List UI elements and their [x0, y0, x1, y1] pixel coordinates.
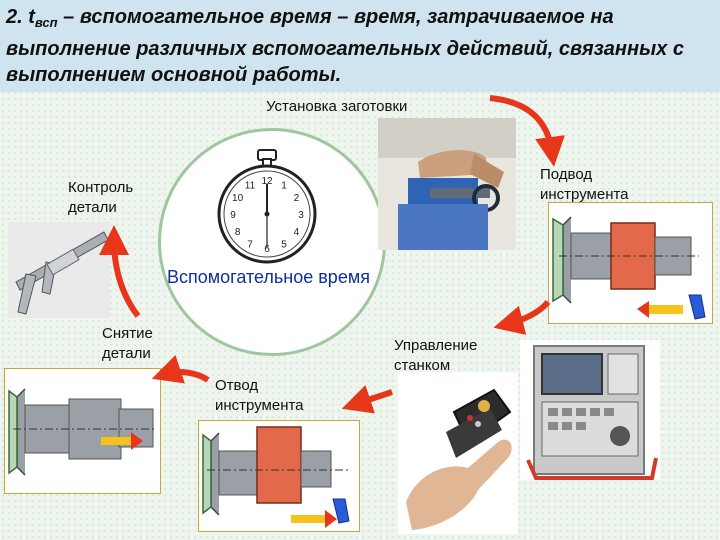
setup-photo [378, 118, 516, 250]
clock-numeral: 7 [247, 239, 253, 250]
title-rest: – вспомогательное время – время, затрачи… [6, 6, 684, 86]
clock-numeral: 1 [281, 181, 287, 192]
label-setup: Установка заготовки [266, 98, 408, 115]
title-prefix: 2. t [6, 6, 35, 28]
clock-numeral: 10 [232, 193, 244, 204]
pendant-photo [398, 372, 518, 534]
label-remove-line1: Снятие [102, 325, 153, 342]
clock-numeral: 12 [261, 176, 273, 187]
clock-numeral: 6 [264, 244, 270, 255]
label-approach-line1: Подвод [540, 166, 593, 183]
title-band [0, 0, 720, 92]
label-control-line2: станком [394, 357, 451, 374]
label-approach-line2: инструмента [540, 186, 629, 203]
label-control-line1: Управление [394, 337, 478, 354]
label-retract-line2: инструмента [215, 397, 304, 414]
title-subscript: всп [34, 15, 58, 30]
clock-numeral: 5 [281, 239, 287, 250]
approach-panel [548, 202, 713, 324]
label-inspect-line2: детали [68, 199, 117, 216]
label-inspect-line1: Контроль [68, 179, 134, 196]
label-retract-line1: Отвод [215, 377, 259, 394]
clock-numeral: 11 [245, 181, 256, 192]
removal-panel [4, 368, 161, 494]
machine-control-photo [520, 340, 660, 480]
center-label: Вспомогательное время [167, 267, 370, 287]
label-remove-line2: детали [102, 345, 151, 362]
retract-panel [198, 420, 360, 532]
caliper-photo [8, 222, 110, 318]
slide-title: 2. tвсп – вспомогательное время – время,… [6, 4, 706, 88]
clock-numeral: 9 [230, 210, 236, 221]
clock-numeral: 3 [298, 210, 304, 221]
clock-numeral: 8 [235, 227, 241, 238]
clock-numeral: 2 [294, 193, 300, 204]
clock-numeral: 4 [294, 227, 300, 238]
